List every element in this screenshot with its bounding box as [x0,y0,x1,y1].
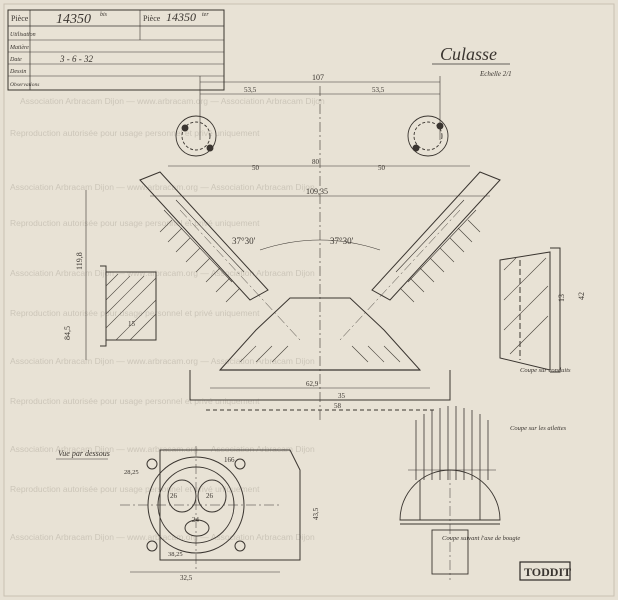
dim-bottom-32: 32,5 [180,574,193,582]
row-label-observations: Observations [10,82,39,88]
drawing-number-suffix: bis [100,12,108,18]
dim-mid-width: 109,35 [306,187,328,196]
cylinder-head-section [100,171,561,411]
dim-angle-right: 37°30' [330,236,354,246]
dim-mid-80: 80 [312,158,320,166]
dim-low-62: 62,9 [306,380,319,388]
dim-bottom-43: 43,5 [312,507,320,520]
dim-angle-left: 37°30' [232,236,256,246]
dim-bottom-26b: 26 [206,492,214,500]
angle-arc [259,239,381,251]
dim-low-35: 35 [338,392,346,400]
svg-text:Association Arbracam Dijon — w: Association Arbracam Dijon — www.arbraca… [10,182,315,192]
row-label-piece: Pièce [11,14,29,23]
drawing-date: 3 - 6 - 32 [59,54,93,64]
section-hatching [105,219,549,363]
svg-text:Association Arbracam Dijon — w: Association Arbracam Dijon — www.arbraca… [20,96,325,106]
note-coupe-conduits: Coupe sur conduits [520,367,571,374]
drawing-number: 14350 [56,12,91,27]
paper-border [3,3,615,597]
row-label-utilisation: Utilisation [10,32,36,38]
dim-top-right-half: 53,5 [372,86,385,94]
note-bottom-view: Vue par dessous [58,449,110,458]
dim-right-13: 13 [557,294,566,302]
cooling-fins [408,406,496,480]
dim-low-58: 58 [334,402,342,410]
scale-label: Echelle 2/1 [479,70,512,78]
ref-number: 14350 [166,10,196,24]
ref-number-suffix: ter [202,12,209,18]
title-block: Pièce 14350 bis Pièce 14350 ter Utilisat… [7,9,225,91]
svg-text:Association Arbracam Dijon — w: Association Arbracam Dijon — www.arbraca… [10,444,315,454]
dim-left-height: 119,8 [75,252,84,270]
top-dimensions [150,76,490,420]
spark-plug-section [399,469,501,580]
dim-bottom-28: 28,25 [124,469,139,476]
watermark: Association Arbracam Dijon — www.arbraca… [10,96,325,542]
row-label-dessin: Dessin [9,69,26,75]
svg-text:Reproduction autorisée pour us: Reproduction autorisée pour usage person… [10,396,260,406]
note-section-ailettes: Coupe sur les ailettes [510,425,567,432]
dim-bottom-38: 38,25 [168,551,183,558]
dim-top-left-half: 53,5 [244,86,257,94]
draftsman-stamp: TODDIT [519,561,571,581]
dim-mid-50a: 50 [252,164,260,172]
svg-text:TODDIT: TODDIT [524,565,571,579]
part-name: Culasse [440,44,497,64]
svg-text:Reproduction autorisée pour us: Reproduction autorisée pour usage person… [10,484,260,494]
row-label-matiere: Matière [9,45,29,51]
row-label-date: Date [9,57,22,63]
valve-seat-left [175,115,217,157]
note-coupe-bougie: Coupe suivant l'axe de bougie [442,535,520,542]
dim-low-15: 15 [128,320,136,328]
svg-text:Association Arbracam Dijon — w: Association Arbracam Dijon — www.arbraca… [10,356,315,366]
valve-seat-right [407,115,449,157]
dim-bottom-166: 166 [224,456,235,464]
svg-text:Association Arbracam Dijon — w: Association Arbracam Dijon — www.arbraca… [10,268,315,278]
dim-bottom-26a: 26 [170,492,178,500]
dim-top-overall: 107 [312,73,324,82]
ref-label: Pièce [143,14,161,23]
svg-text:Reproduction autorisée pour us: Reproduction autorisée pour usage person… [10,128,260,138]
dim-right-42: 42 [577,292,586,300]
dim-left-84: 84,5 [63,326,72,340]
dim-mid-50b: 50 [378,164,386,172]
svg-text:Association Arbracam Dijon — w: Association Arbracam Dijon — www.arbraca… [10,532,315,542]
dim-bottom-24: 24 [192,516,200,524]
svg-text:Reproduction autorisée pour us: Reproduction autorisée pour usage person… [10,218,260,228]
bottom-view [120,446,301,573]
svg-text:Reproduction autorisée pour us: Reproduction autorisée pour usage person… [10,308,260,318]
